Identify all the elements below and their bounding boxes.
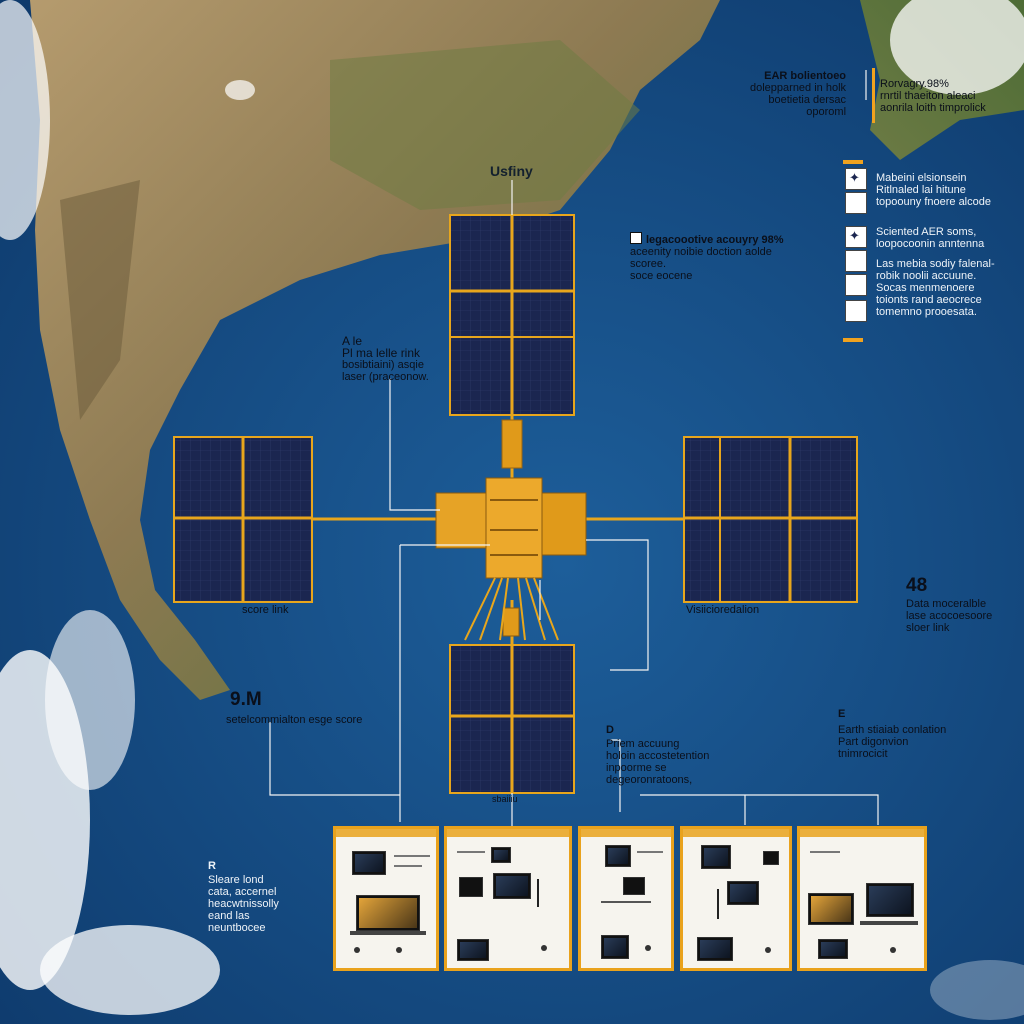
legend-box-2 (845, 192, 867, 214)
data-processing-callout: Priem accuung holoin accostetention inpo… (606, 738, 710, 786)
legend-box-4 (845, 250, 867, 272)
monitor-icon (491, 847, 511, 863)
compass-icon: ✦ (849, 170, 860, 185)
stat-48-description: Data moceralble lase acocoesoore sloer l… (906, 598, 993, 634)
legend-box-5 (845, 274, 867, 296)
marker-e: E (838, 708, 846, 720)
earth-station-callout: Earth stiaiab conlation Part digonvion t… (838, 724, 947, 760)
monitor-icon (697, 937, 733, 961)
laser-link-callout: A le Pl ma lelle rink bosibtiaini) asqie… (342, 334, 429, 383)
legend-item-2: Sciented AER soms, loopocoonin anntenna (876, 226, 985, 250)
right-array-label: Visiicioredalion (686, 604, 760, 616)
legend-box-6 (845, 300, 867, 322)
monitor-icon (866, 883, 914, 917)
ground-data-callout: Sleare lond cata, accernel heacwtnissoll… (208, 874, 279, 934)
satellite-bus-icon (435, 419, 587, 641)
legend-rule-top (843, 160, 863, 164)
laptop-icon (808, 893, 854, 925)
top-right-callout: EAR bolientoeo dolepparned in holk boeti… (750, 70, 847, 118)
device-icon (459, 877, 483, 897)
center-top-label: Usfiny (490, 163, 533, 179)
solar-array-icon (173, 214, 858, 794)
marker-d: D (606, 724, 614, 736)
ground-panel-5[interactable] (797, 826, 927, 971)
monitor-icon (352, 851, 386, 875)
monitor-icon (605, 845, 631, 867)
monitor-icon (457, 939, 489, 961)
legend-box-3: ✦ (845, 226, 867, 248)
device-icon (623, 877, 645, 895)
legend-box-1: ✦ (845, 168, 867, 190)
stat-big-description: setelcommialton esge score (226, 714, 363, 726)
monitor-icon (493, 873, 531, 899)
ground-panel-4[interactable] (680, 826, 792, 971)
legend-item-3: Las mebia sodiy falenal- robik noolii ac… (876, 258, 995, 318)
ground-panel-2[interactable] (444, 826, 572, 971)
legend-item-1: Mabeini elsionsein Ritlnaled lai hitune … (876, 172, 991, 208)
legend-rule-bottom (843, 338, 863, 342)
laptop-icon (356, 895, 420, 931)
marker-icon (630, 232, 642, 244)
monitor-icon (818, 939, 848, 959)
marker-r: R (208, 860, 216, 872)
accuracy-callout: legacoootive acouyry 98% aceenity noibie… (630, 232, 784, 282)
header-rule (872, 68, 875, 123)
top-right-callout-b: Rorvagry.98% rnrtil thaeiton aleaci aonr… (880, 78, 986, 114)
ground-panel-1[interactable] (333, 826, 439, 971)
satellite-bottom-label: sbaiiiu (492, 794, 518, 804)
compass-icon: ✦ (849, 228, 860, 243)
monitor-icon (701, 845, 731, 869)
stat-value-big: 9.M (230, 689, 262, 710)
stat-value-48: 48 (906, 575, 928, 596)
left-array-label: score link (242, 604, 289, 616)
ground-panel-3[interactable] (578, 826, 674, 971)
monitor-icon (727, 881, 759, 905)
monitor-icon (601, 935, 629, 959)
device-icon (763, 851, 779, 865)
